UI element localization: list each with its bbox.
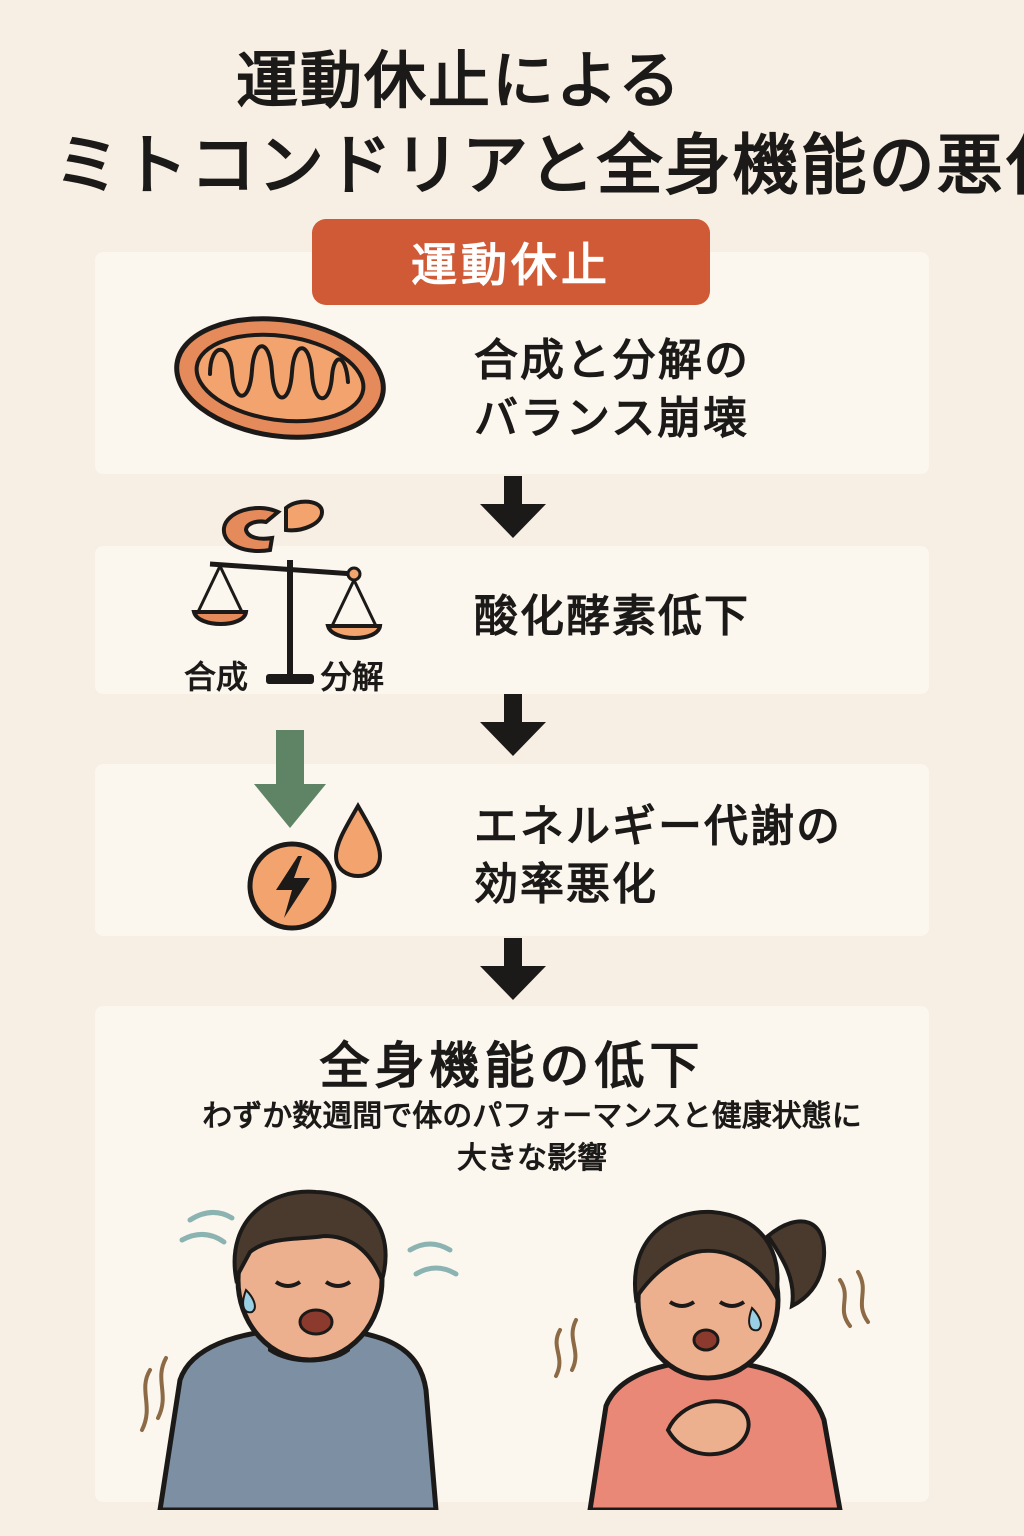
step-text-line: 効率悪化: [474, 859, 658, 910]
scale-label-degradation: 分解: [320, 658, 385, 696]
result-description: わずか数週間で体のパフォーマンスと健康状態に 大きな影響: [132, 1096, 932, 1180]
energy-drop-icon: [247, 730, 383, 931]
tired-people-illustration: [140, 1189, 870, 1510]
page-title-line2: ミトコンドリアと全身機能の悪化: [54, 127, 1024, 204]
down-arrow-icon: [480, 476, 546, 538]
step-text-line: バランス崩壊: [474, 393, 750, 444]
step-text-balance: 合成と分解の バランス崩壊: [474, 332, 750, 448]
step-text-line: 合成と分解の: [474, 335, 750, 386]
step-text-line: 酸化酵素低下: [474, 591, 750, 642]
tired-man-figure: [140, 1189, 459, 1510]
tired-woman-figure: [554, 1209, 870, 1510]
mitochondria-icon: [174, 316, 386, 440]
step-text-line: エネルギー代謝の: [474, 801, 842, 852]
step-panel-energy: [95, 764, 929, 936]
down-arrow-icon: [480, 938, 546, 1000]
page-title-line1: 運動休止による: [236, 44, 683, 117]
result-desc-line: わずか数週間で体のパフォーマンスと健康状態に: [202, 1099, 862, 1134]
start-box: 運動休止: [312, 219, 710, 305]
result-desc-line: 大きな影響: [457, 1141, 607, 1176]
step-text-enzyme: 酸化酵素低下: [474, 588, 750, 646]
step-text-energy: エネルギー代謝の 効率悪化: [474, 798, 842, 914]
down-arrow-icon: [480, 694, 546, 756]
result-title: 全身機能の低下: [319, 1037, 705, 1095]
balance-scale-icon: [191, 499, 383, 684]
scale-label-synthesis: 合成: [184, 658, 249, 696]
